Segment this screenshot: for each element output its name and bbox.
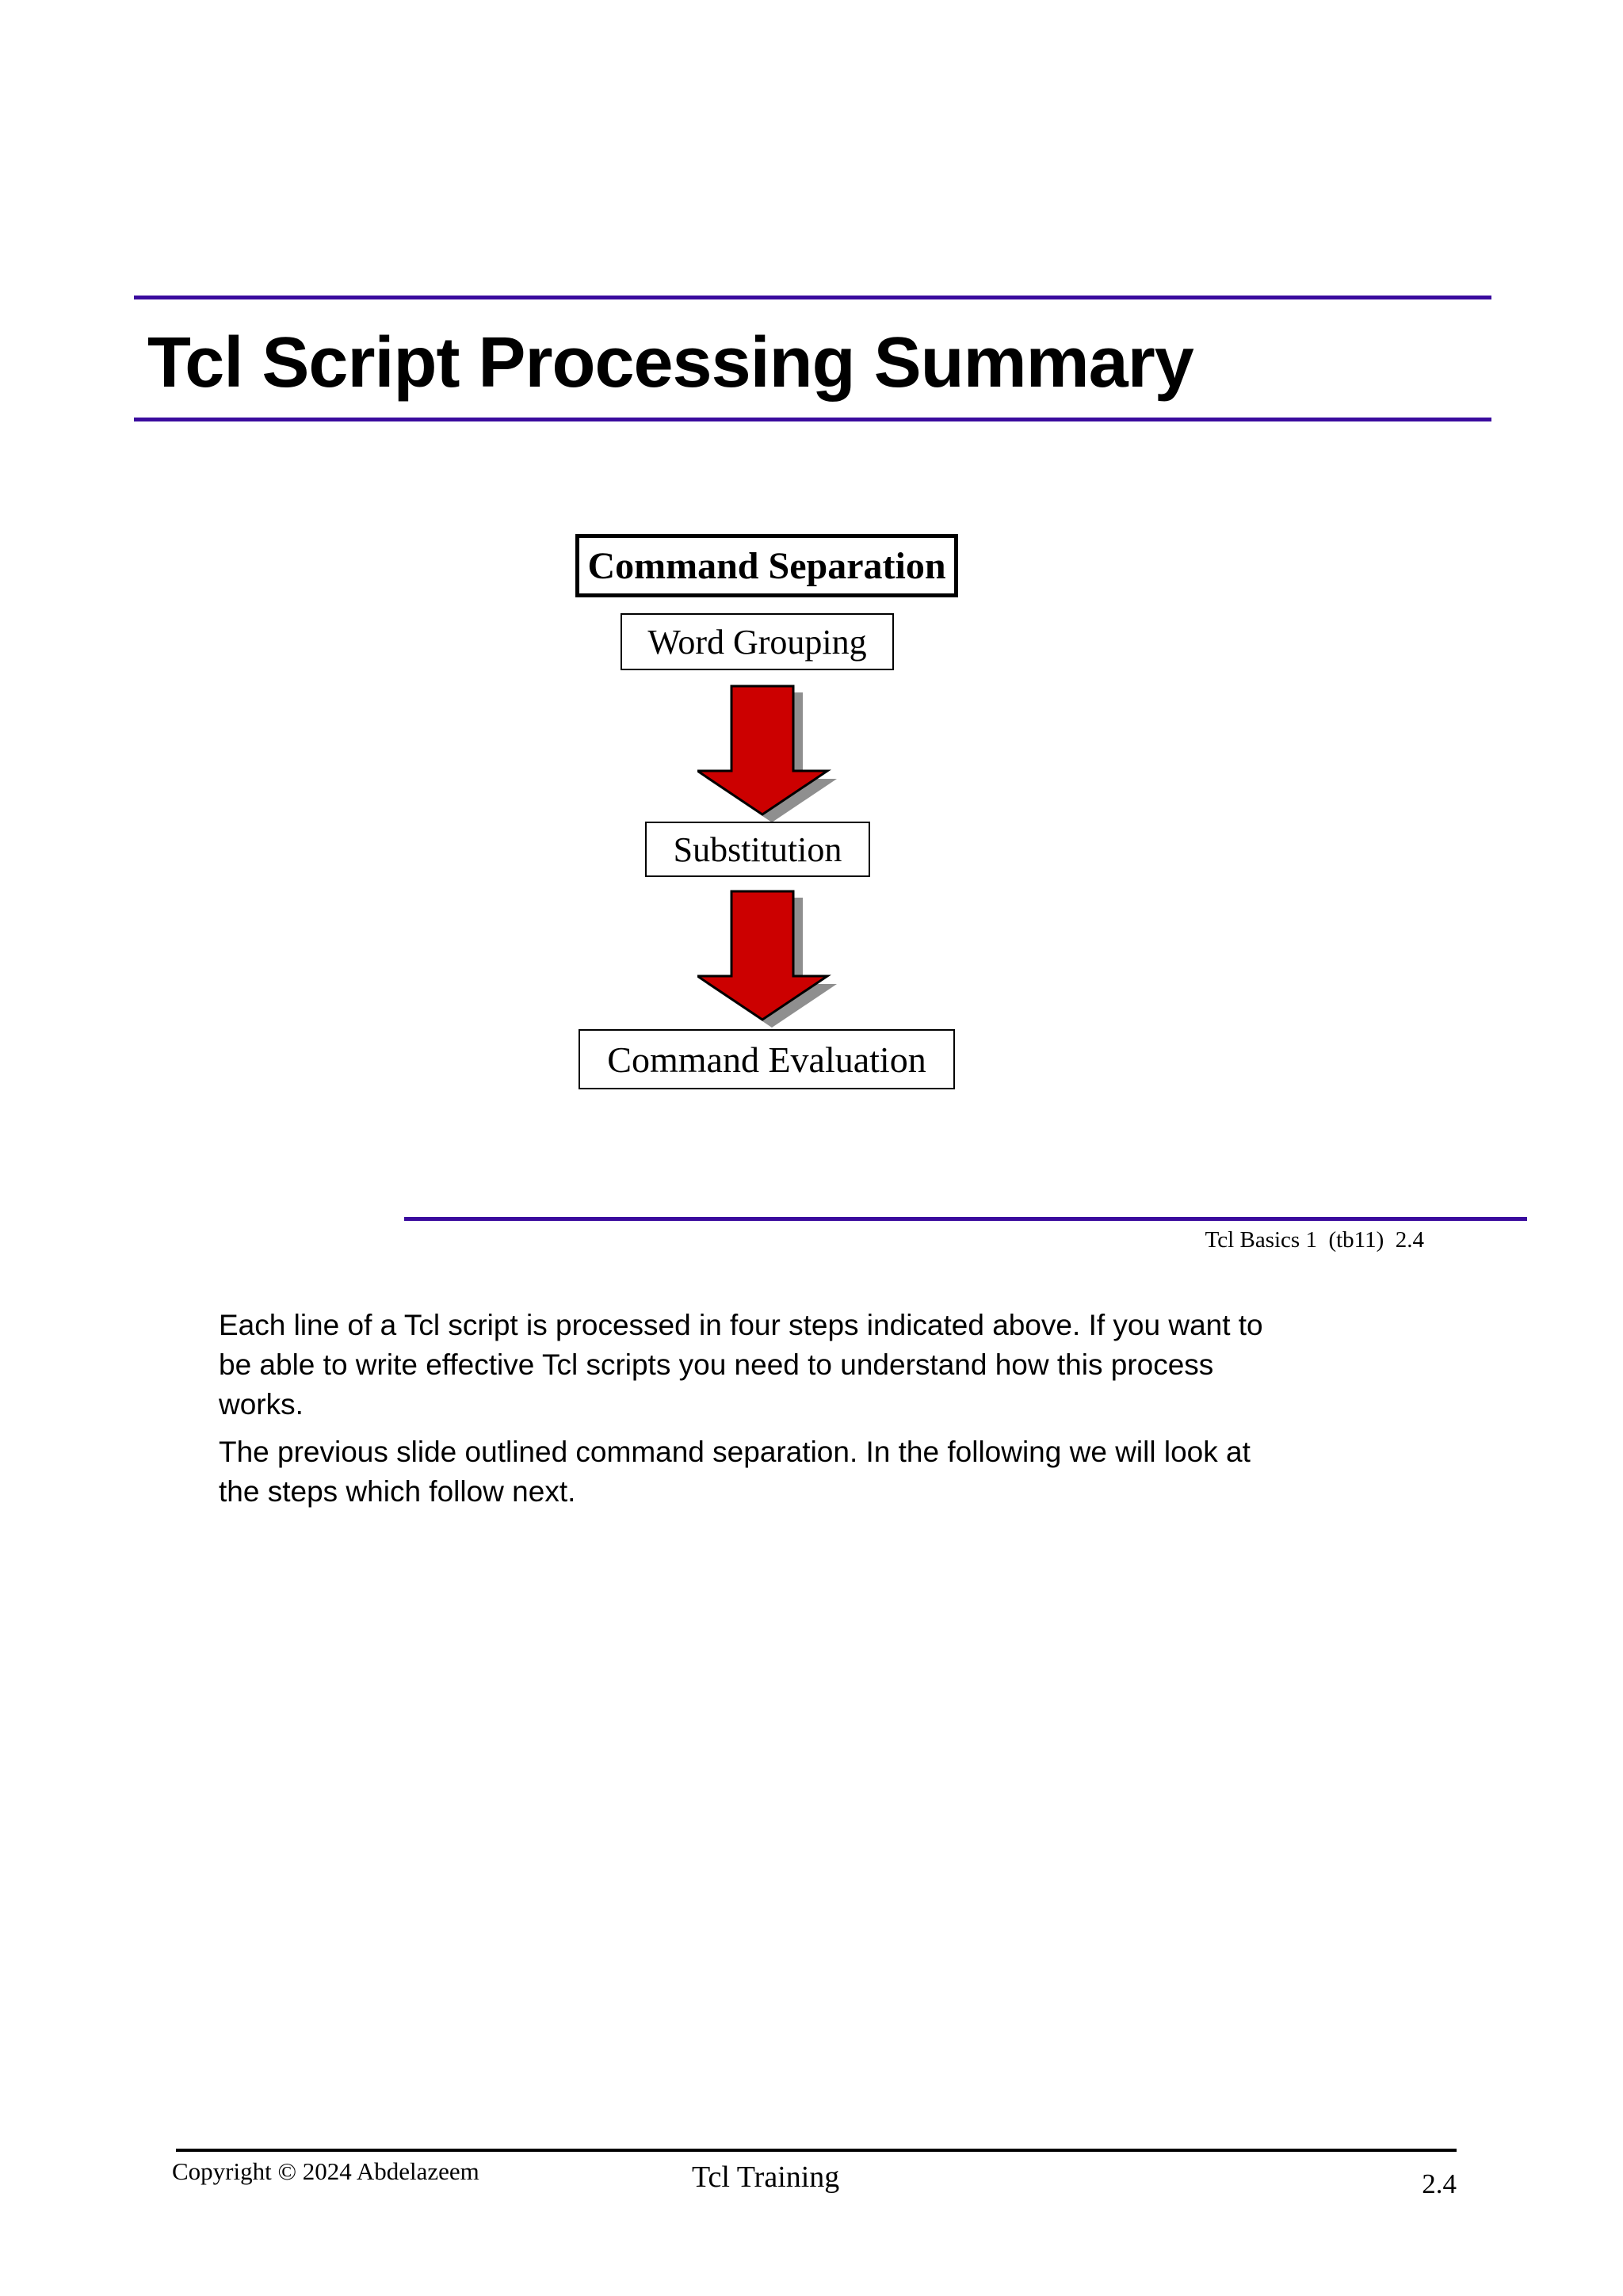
arrow-down-icon	[697, 685, 837, 822]
flowchart-box-command-separation: Command Separation	[575, 534, 958, 597]
notes-line: Each line of a Tcl script is processed i…	[219, 1309, 1263, 1341]
flowchart-box-label: Command Evaluation	[607, 1039, 926, 1080]
flowchart-box-label: Word Grouping	[647, 622, 867, 662]
flowchart-box-command-evaluation: Command Evaluation	[579, 1029, 955, 1089]
footer-page-number: 2.4	[1422, 2168, 1457, 2199]
notes-line: works.	[219, 1388, 304, 1421]
title-rule-top	[134, 296, 1491, 299]
title-rule-bottom	[134, 418, 1491, 421]
flowchart-box-label: Substitution	[673, 830, 842, 869]
slide-caption: Tcl Basics 1 (tb11) 2.4	[1205, 1227, 1424, 1253]
notes-line: The previous slide outlined command sepa…	[219, 1436, 1251, 1468]
footer-copyright: Copyright © 2024 Abdelazeem	[172, 2157, 479, 2185]
notes-paragraph: Each line of a Tcl script is processed i…	[219, 1306, 1263, 1425]
notes-line: the steps which follow next.	[219, 1475, 576, 1508]
footer-course-title: Tcl Training	[692, 2161, 840, 2194]
notes-line: be able to write effective Tcl scripts y…	[219, 1348, 1214, 1381]
flowchart-box-label: Command Separation	[587, 544, 946, 587]
footer-rule	[176, 2149, 1457, 2152]
page-title: Tcl Script Processing Summary	[147, 323, 1194, 402]
flowchart-box-substitution: Substitution	[645, 822, 870, 877]
arrow-down-icon	[697, 890, 837, 1028]
caption-rule	[404, 1217, 1527, 1221]
notes-paragraph: The previous slide outlined command sepa…	[219, 1432, 1251, 1512]
flowchart-box-word-grouping: Word Grouping	[621, 613, 894, 670]
